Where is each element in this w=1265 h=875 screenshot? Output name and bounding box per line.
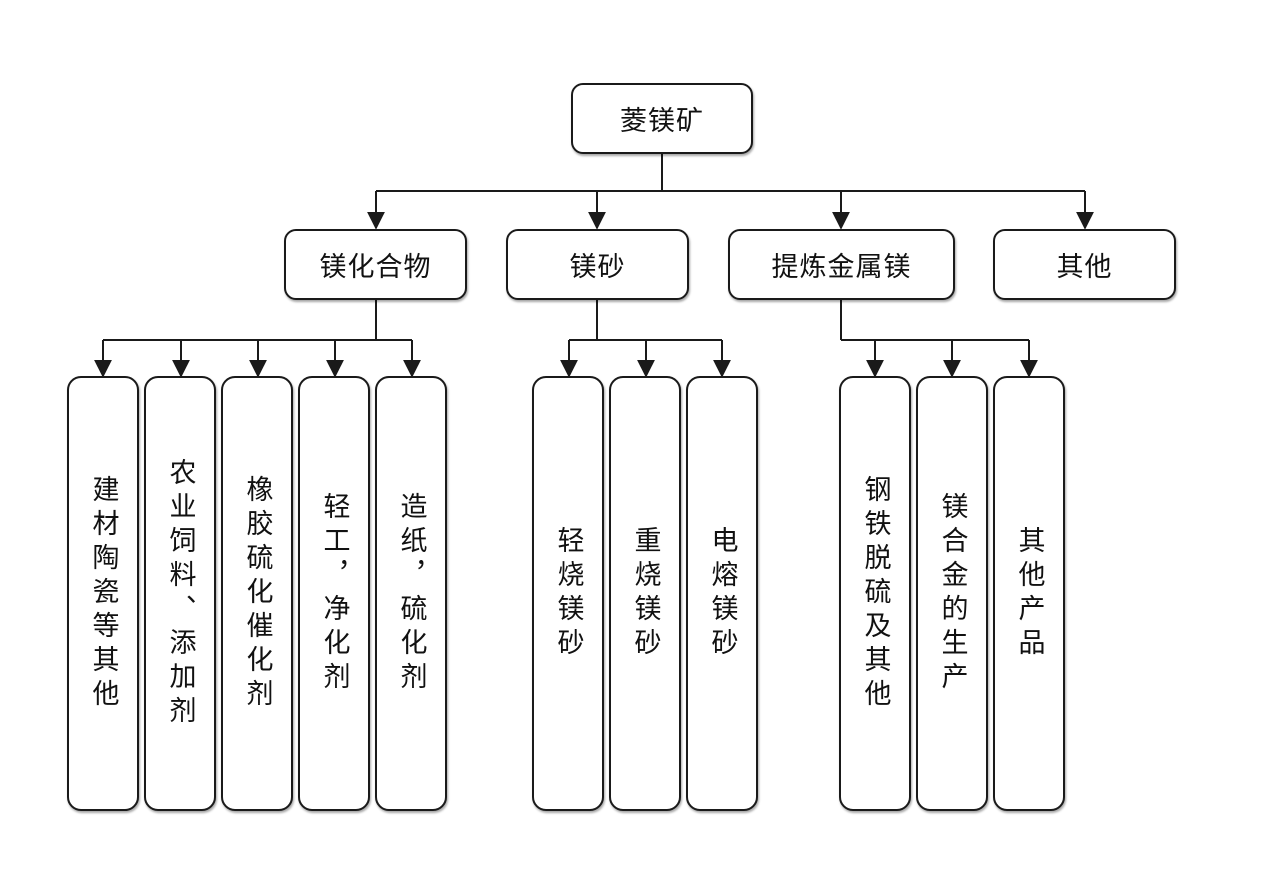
category-node-mg-compounds: 镁化合物 bbox=[284, 229, 467, 300]
leaf-node: 农业饲料、添加剂 bbox=[144, 376, 216, 811]
leaf-node: 造纸，硫化剂 bbox=[375, 376, 447, 811]
leaf-label: 造纸，硫化剂 bbox=[395, 491, 427, 696]
leaf-node: 橡胶硫化催化剂 bbox=[221, 376, 293, 811]
category-label: 其他 bbox=[1056, 252, 1113, 283]
leaf-label: 其他产品 bbox=[1013, 525, 1045, 662]
leaf-label: 轻工，净化剂 bbox=[318, 491, 350, 696]
category-label: 提炼金属镁 bbox=[771, 252, 912, 283]
leaf-node: 电熔镁砂 bbox=[686, 376, 758, 811]
category-label: 镁化合物 bbox=[319, 252, 432, 283]
category-node-magnesia: 镁砂 bbox=[506, 229, 689, 300]
leaf-label: 农业饲料、添加剂 bbox=[164, 457, 196, 730]
leaf-node: 重烧镁砂 bbox=[609, 376, 681, 811]
leaf-node: 其他产品 bbox=[993, 376, 1065, 811]
category-node-other: 其他 bbox=[993, 229, 1176, 300]
leaf-node: 轻工，净化剂 bbox=[298, 376, 370, 811]
leaf-node: 钢铁脱硫及其他 bbox=[839, 376, 911, 811]
category-label: 镁砂 bbox=[569, 252, 626, 283]
leaf-label: 橡胶硫化催化剂 bbox=[241, 474, 273, 713]
leaf-label: 电熔镁砂 bbox=[706, 525, 738, 662]
leaf-label: 镁合金的生产 bbox=[936, 491, 968, 696]
root-node: 菱镁矿 bbox=[571, 83, 753, 154]
leaf-label: 建材陶瓷等其他 bbox=[87, 474, 119, 713]
leaf-node: 建材陶瓷等其他 bbox=[67, 376, 139, 811]
leaf-label: 重烧镁砂 bbox=[629, 525, 661, 662]
leaf-node: 镁合金的生产 bbox=[916, 376, 988, 811]
category-node-metal-mg: 提炼金属镁 bbox=[728, 229, 955, 300]
leaf-label: 钢铁脱硫及其他 bbox=[859, 474, 891, 713]
leaf-label: 轻烧镁砂 bbox=[552, 525, 584, 662]
leaf-node: 轻烧镁砂 bbox=[532, 376, 604, 811]
root-node-label: 菱镁矿 bbox=[620, 106, 704, 137]
